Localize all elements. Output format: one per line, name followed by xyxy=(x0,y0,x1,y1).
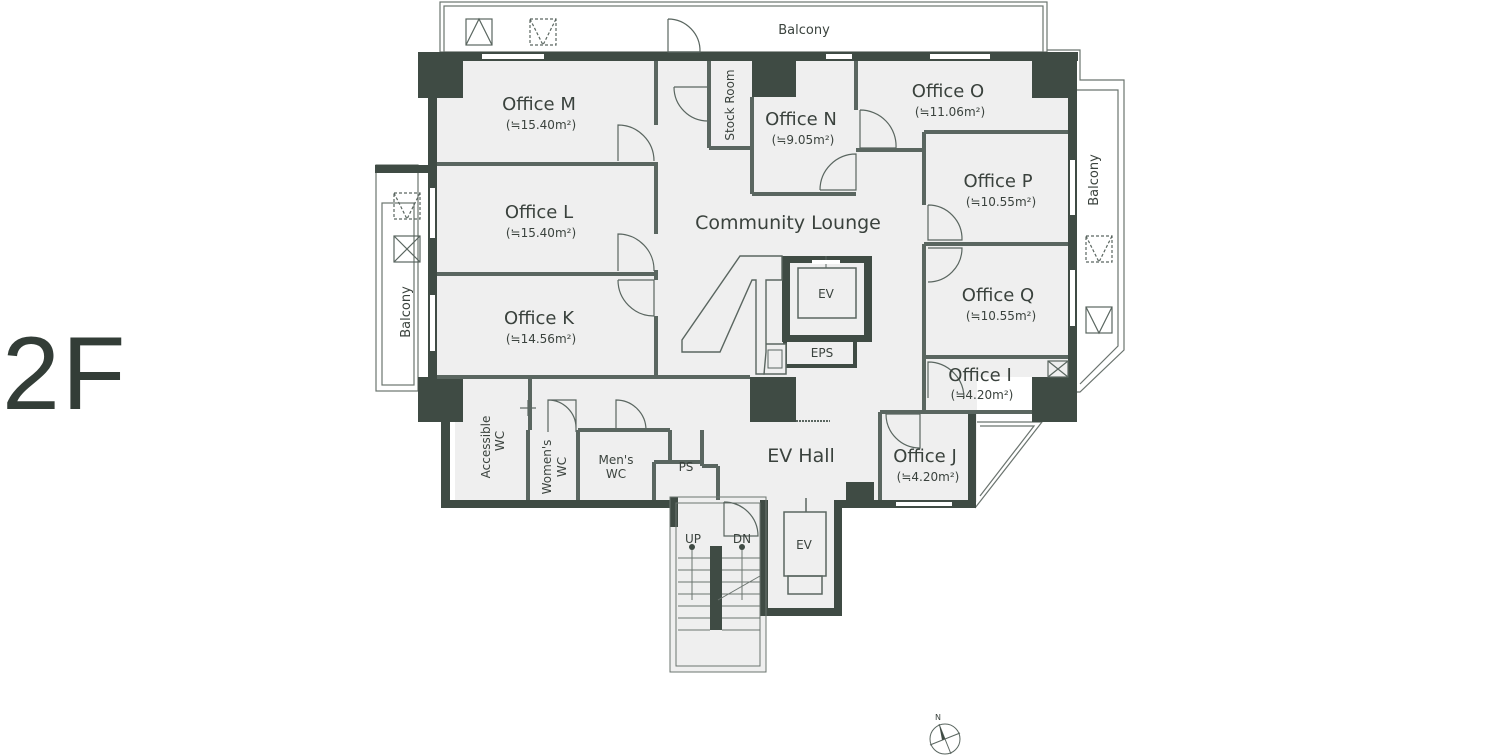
stairs-up-label: UP xyxy=(685,532,701,546)
elevator-lower xyxy=(783,498,827,595)
office-l-area: (≒15.40m²) xyxy=(506,226,576,240)
office-n-area: (≒9.05m²) xyxy=(772,133,835,147)
ev-lower-label: EV xyxy=(796,538,813,552)
compass-icon: N xyxy=(929,713,961,755)
stair-markers xyxy=(689,544,745,550)
office-o-area: (≒11.06m²) xyxy=(915,105,985,119)
womens-wc-label-1: Women's xyxy=(540,440,554,495)
balcony-top-label: Balcony xyxy=(778,23,830,38)
balcony-left-label: Balcony xyxy=(399,286,414,338)
accessible-wc-label-2: WC xyxy=(493,431,507,451)
office-o-name: Office O xyxy=(912,81,984,102)
lounge-counter xyxy=(681,255,783,375)
mens-wc-label-1: Men's xyxy=(599,453,634,467)
mens-wc-label-2: WC xyxy=(606,467,626,481)
office-p-name: Office P xyxy=(963,171,1032,192)
ps-label: PS xyxy=(679,460,694,474)
office-q-name: Office Q xyxy=(962,285,1034,306)
ev-hall-label: EV Hall xyxy=(767,445,835,467)
office-k-name: Office K xyxy=(504,308,575,329)
compass-north-label: N xyxy=(935,713,941,722)
office-j-area: (≒4.20m²) xyxy=(897,470,960,484)
accessible-wc-label-1: Accessible xyxy=(479,416,493,479)
office-j-name: Office J xyxy=(893,446,957,467)
partitions xyxy=(437,61,1068,500)
office-i-area: (≒4.20m²) xyxy=(951,388,1014,402)
community-lounge-label: Community Lounge xyxy=(695,212,881,234)
door-swings xyxy=(520,18,965,537)
stairs xyxy=(669,496,767,673)
window-openings xyxy=(430,54,1075,506)
office-q-area: (≒10.55m²) xyxy=(966,309,1036,323)
office-k-area: (≒14.56m²) xyxy=(506,332,576,346)
eps-label: EPS xyxy=(811,346,833,360)
office-n-name: Office N xyxy=(765,109,837,130)
balcony-right-label: Balcony xyxy=(1087,154,1102,206)
stock-room-label: Stock Room xyxy=(723,69,737,140)
office-m-area: (≒15.40m²) xyxy=(506,118,576,132)
womens-wc-label-2: WC xyxy=(555,457,569,477)
elevator-core xyxy=(763,256,872,375)
stairs-down-label: DN xyxy=(733,532,751,546)
office-m-name: Office M xyxy=(502,94,576,115)
office-i-name: Office I xyxy=(948,365,1012,386)
outdoor-units xyxy=(393,17,1113,378)
ev-upper-label: EV xyxy=(818,287,835,301)
office-l-name: Office L xyxy=(505,202,573,223)
office-p-area: (≒10.55m²) xyxy=(966,195,1036,209)
floor-label: 2F xyxy=(2,316,128,432)
